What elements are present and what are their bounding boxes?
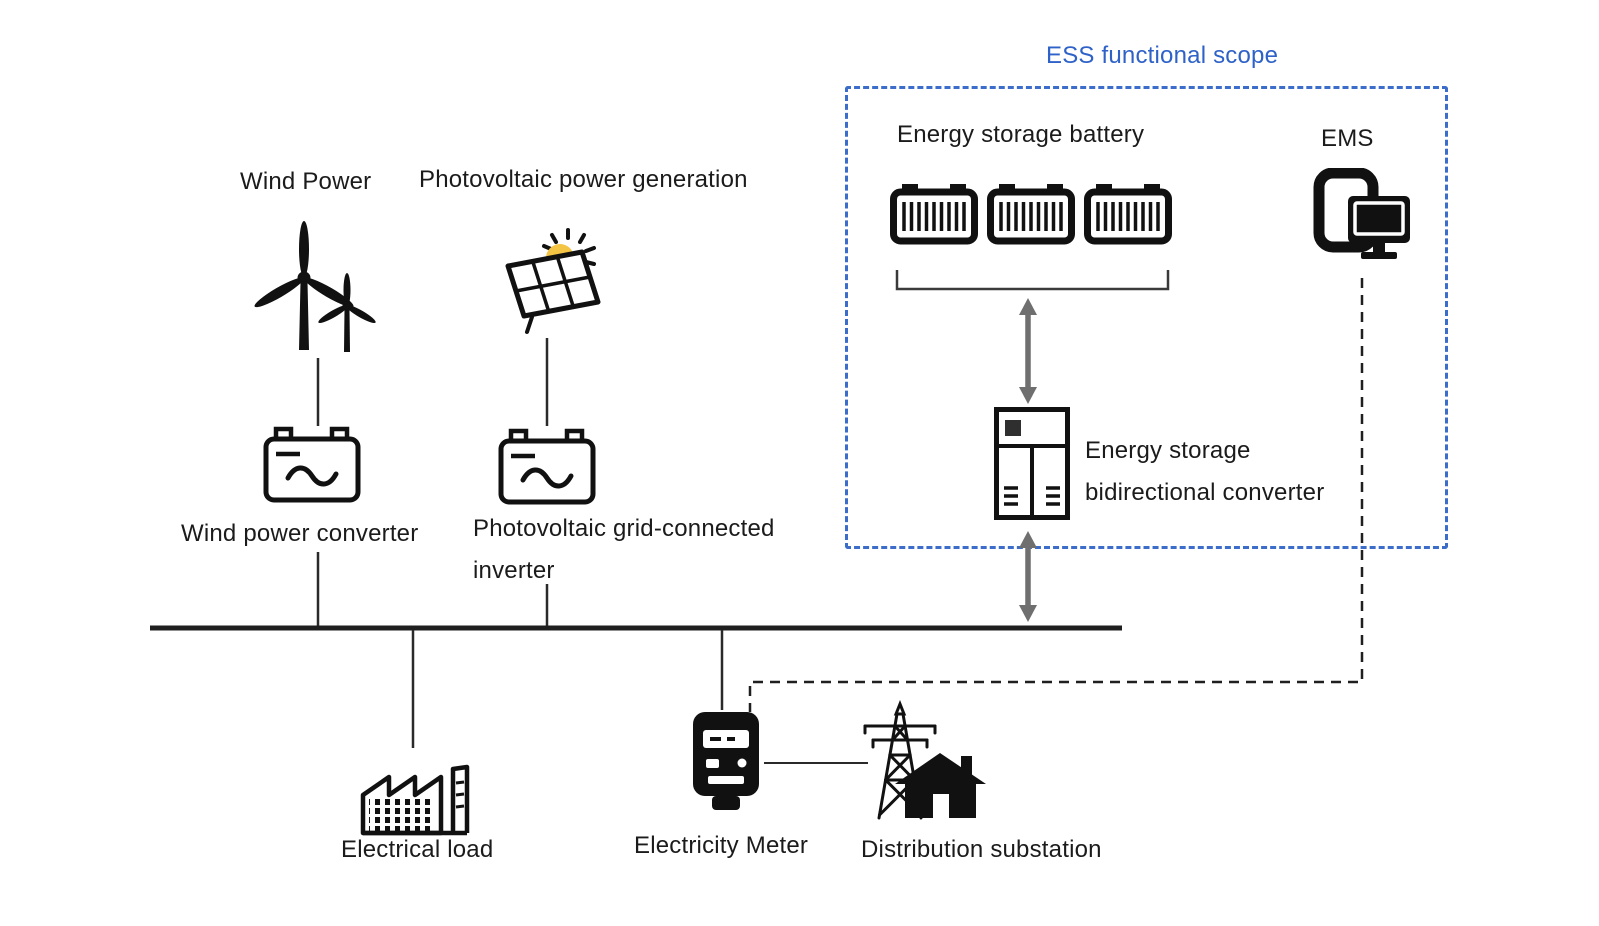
ess-scope-boundary [845, 86, 1448, 549]
factory-icon [360, 764, 470, 836]
pv-inverter-label: Photovoltaic grid-connected inverter [473, 508, 775, 592]
pv-generation-label: Photovoltaic power generation [419, 166, 748, 193]
ess-converter-label-line1: Energy storage [1085, 437, 1251, 464]
pv-inverter-label-line1: Photovoltaic grid-connected [473, 515, 775, 542]
converter-bus-arrow [1019, 531, 1037, 622]
ems-icon [1313, 168, 1410, 259]
distribution-substation-label: Distribution substation [861, 836, 1102, 863]
solar-panel-icon [505, 228, 601, 334]
storage-battery-icon-2 [987, 184, 1075, 245]
battery-group-bracket [895, 270, 1170, 291]
electricity-meter-icon [693, 712, 759, 810]
storage-battery-icon-1 [890, 184, 978, 245]
wind-converter-label: Wind power converter [181, 520, 419, 547]
ems-label: EMS [1321, 125, 1374, 152]
ess-converter-label-line2: bidirectional converter [1085, 479, 1325, 506]
wind-turbine-icon [254, 221, 376, 352]
electrical-load-label: Electrical load [341, 836, 494, 863]
storage-battery-icon-3 [1084, 184, 1172, 245]
ess-scope-title: ESS functional scope [1046, 42, 1279, 69]
ess-converter-label: Energy storage bidirectional converter [1085, 430, 1324, 514]
energy-storage-battery-label: Energy storage battery [897, 121, 1145, 148]
pv-inverter-icon [498, 428, 596, 505]
battery-converter-arrow [1019, 298, 1037, 404]
ess-converter-icon [994, 407, 1070, 520]
electricity-meter-label: Electricity Meter [634, 832, 809, 859]
wind-power-label: Wind Power [240, 168, 372, 195]
wind-converter-icon [263, 426, 361, 503]
pv-inverter-label-line2: inverter [473, 557, 555, 584]
substation-house-icon [895, 753, 986, 818]
